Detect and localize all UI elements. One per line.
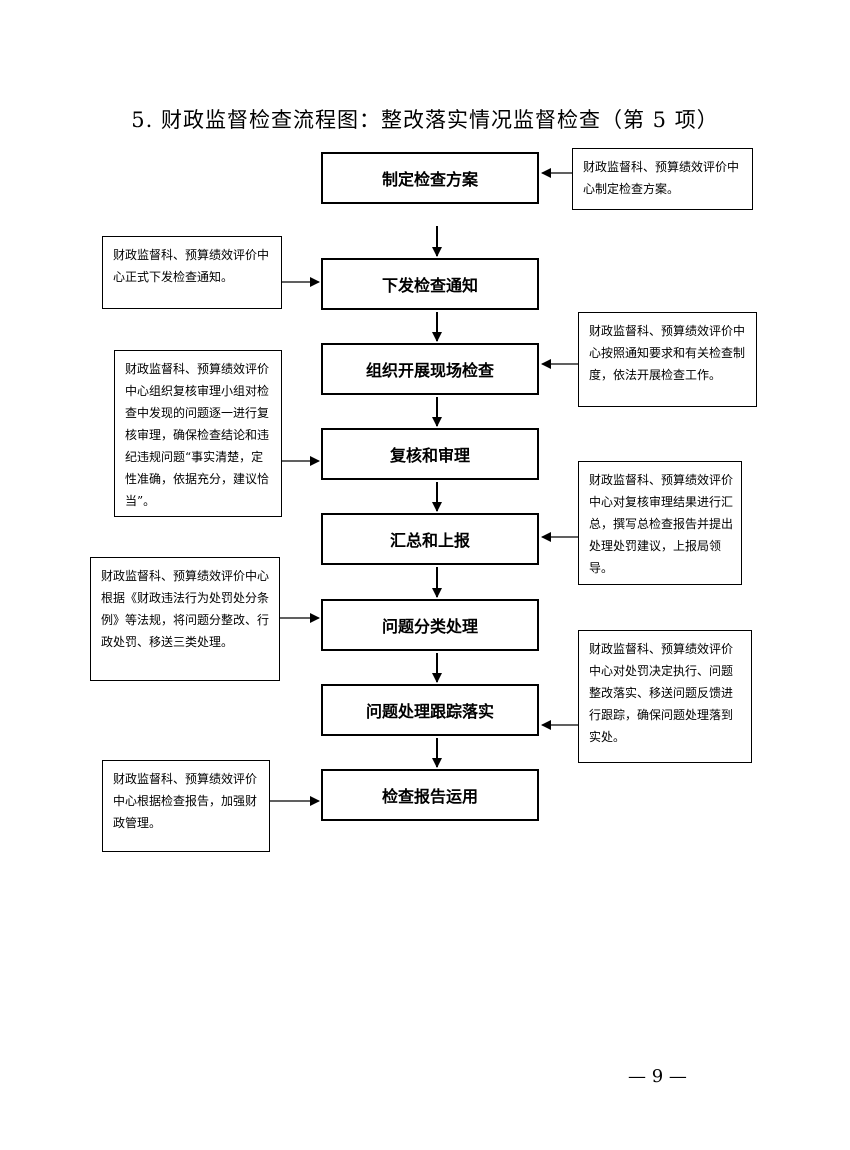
note-text: 财政监督科、预算绩效评价中心按照通知要求和有关检查制度，依法开展检查工作。 <box>589 324 746 382</box>
step-box: 问题处理跟踪落实 <box>321 684 539 736</box>
note-text: 财政监督科、预算绩效评价中心对处罚决定执行、问题整改落实、移送问题反馈进行跟踪，… <box>589 642 734 744</box>
note-box: 财政监督科、预算绩效评价中心对复核审理结果进行汇总，撰写总检查报告并提出处理处罚… <box>578 461 742 585</box>
note-box: 财政监督科、预算绩效评价中心制定检查方案。 <box>572 148 753 210</box>
step-box: 下发检查通知 <box>321 258 539 310</box>
step-box: 制定检查方案 <box>321 152 539 204</box>
page-title: 5. 财政监督检查流程图：整改落实情况监督检查（第 5 项） <box>131 108 719 132</box>
note-text: 财政监督科、预算绩效评价中心制定检查方案。 <box>583 160 740 196</box>
step-box: 复核和审理 <box>321 428 539 480</box>
step-box: 问题分类处理 <box>321 599 539 651</box>
note-box: 财政监督科、预算绩效评价中心对处罚决定执行、问题整改落实、移送问题反馈进行跟踪，… <box>578 630 752 763</box>
step-box: 组织开展现场检查 <box>321 343 539 395</box>
note-box: 财政监督科、预算绩效评价中心组织复核审理小组对检查中发现的问题逐一进行复核审理，… <box>114 350 282 517</box>
note-text: 财政监督科、预算绩效评价中心组织复核审理小组对检查中发现的问题逐一进行复核审理，… <box>125 362 270 508</box>
note-text: 财政监督科、预算绩效评价中心根据检查报告，加强财政管理。 <box>113 772 258 830</box>
note-text: 财政监督科、预算绩效评价中心正式下发检查通知。 <box>113 248 270 284</box>
note-box: 财政监督科、预算绩效评价中心按照通知要求和有关检查制度，依法开展检查工作。 <box>578 312 757 407</box>
step-box: 汇总和上报 <box>321 513 539 565</box>
note-box: 财政监督科、预算绩效评价中心根据《财政违法行为处罚处分条例》等法规，将问题分整改… <box>90 557 280 681</box>
page-number: — 9 — <box>628 1066 687 1087</box>
note-box: 财政监督科、预算绩效评价中心正式下发检查通知。 <box>102 236 282 309</box>
note-box: 财政监督科、预算绩效评价中心根据检查报告，加强财政管理。 <box>102 760 270 852</box>
note-text: 财政监督科、预算绩效评价中心对复核审理结果进行汇总，撰写总检查报告并提出处理处罚… <box>589 473 734 575</box>
step-box: 检查报告运用 <box>321 769 539 821</box>
note-text: 财政监督科、预算绩效评价中心根据《财政违法行为处罚处分条例》等法规，将问题分整改… <box>101 569 270 649</box>
